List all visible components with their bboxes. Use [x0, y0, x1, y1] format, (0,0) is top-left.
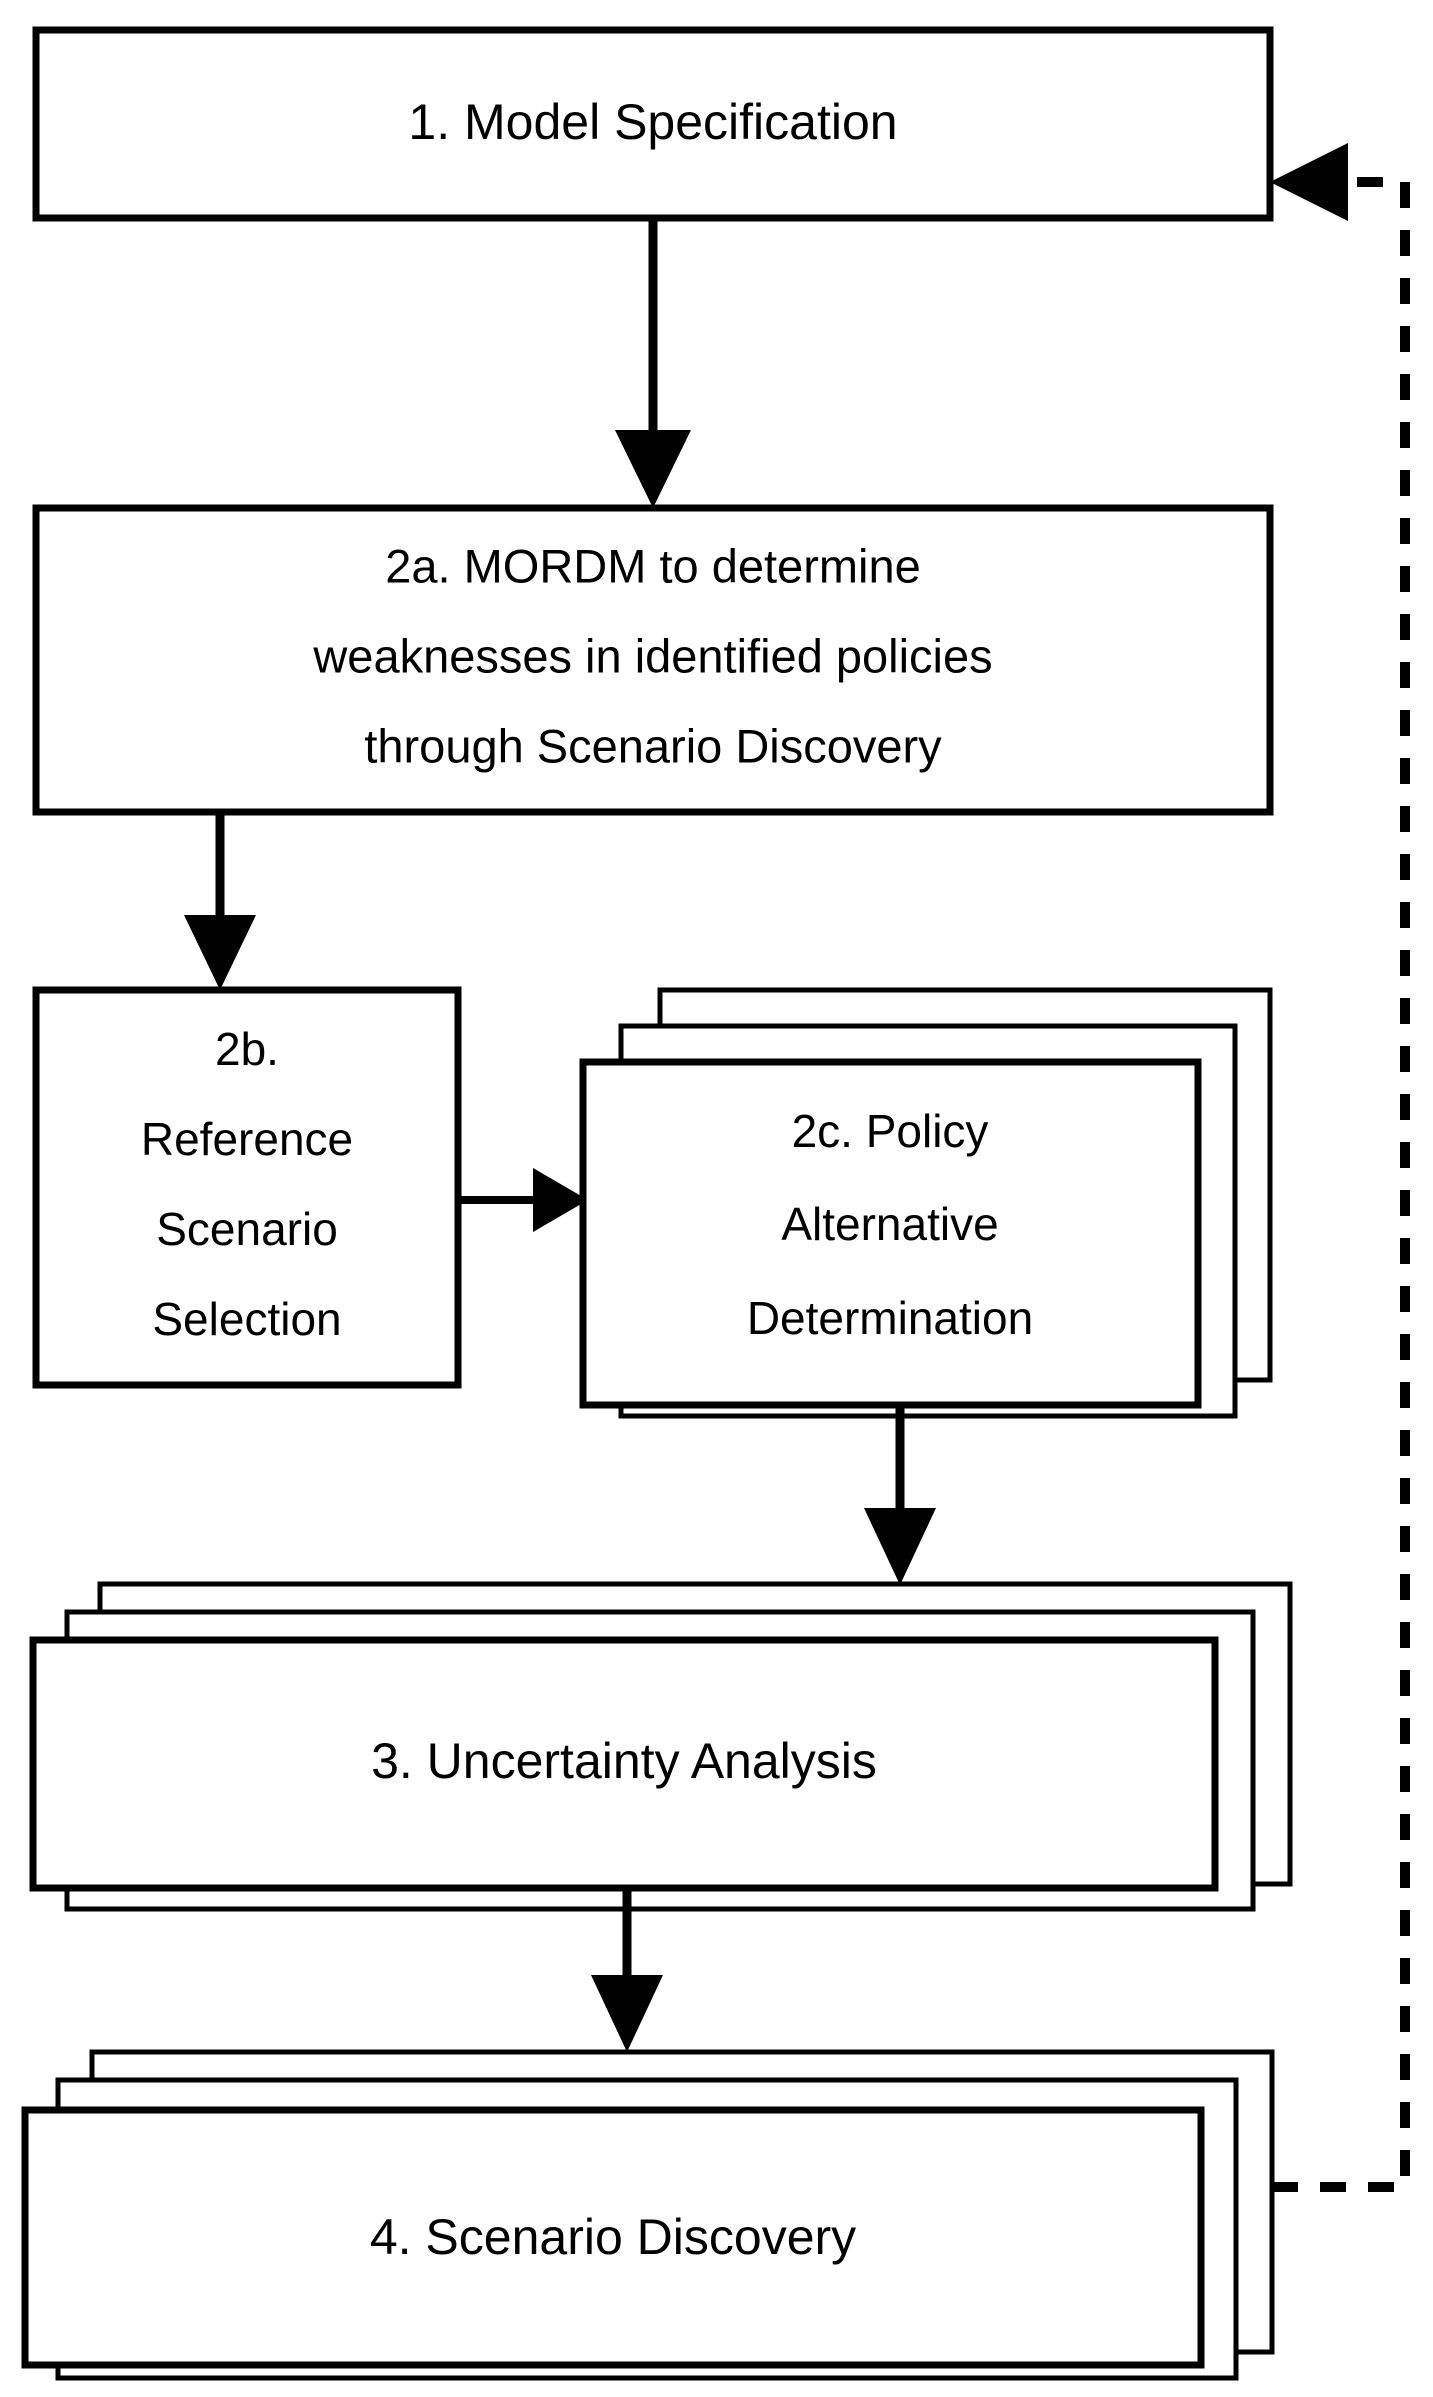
node-step2c-label-line3: Determination	[747, 1292, 1033, 1344]
edge-step2a-to-step2b-arrowhead-icon	[184, 915, 256, 990]
node-step2a[interactable]: 2a. MORDM to determine weaknesses in ide…	[32, 504, 1274, 816]
node-step2b-label-line4: Selection	[152, 1293, 341, 1345]
node-step3-box-front	[29, 1636, 1219, 1892]
edge-step4-to-step1-arrowhead-icon	[1270, 143, 1348, 221]
edge-step2c-to-step3-arrowhead-icon	[864, 1508, 936, 1585]
edge-step3-to-step4	[591, 1888, 663, 2052]
node-step2b[interactable]: 2b. Reference Scenario Selection	[32, 986, 462, 1389]
edge-step2b-to-step2c	[458, 1168, 588, 1232]
node-step4-box-front	[21, 2106, 1205, 2369]
edge-step4-to-step1-feedback-line	[1272, 177, 1410, 2192]
node-step2a-box	[32, 504, 1274, 816]
node-step2c-box-front	[579, 1058, 1202, 1409]
node-step2c-label-line1: 2c. Policy	[792, 1105, 989, 1157]
node-step1-label: 1. Model Specification	[408, 94, 897, 150]
edge-step3-to-step4-arrowhead-icon	[591, 1975, 663, 2052]
node-step4[interactable]: 4. Scenario Discovery	[21, 2049, 1275, 2381]
node-step2b-label-line2: Reference	[141, 1113, 353, 1165]
node-step3[interactable]: 3. Uncertainty Analysis	[29, 1581, 1293, 1912]
edge-step2a-to-step2b	[184, 812, 256, 990]
node-step2c[interactable]: 2c. Policy Alternative Determination	[579, 987, 1273, 1419]
edge-step2b-to-step2c-arrowhead-icon	[533, 1168, 588, 1232]
node-step2b-box	[32, 986, 462, 1389]
node-step1-box	[32, 26, 1274, 222]
node-step2b-label-line1: 2b.	[215, 1023, 279, 1075]
node-step2a-label-line3: through Scenario Discovery	[364, 719, 942, 772]
edge-step1-to-step2a-arrowhead-icon	[615, 430, 691, 508]
node-step2a-label-line1: 2a. MORDM to determine	[385, 539, 920, 592]
node-step2c-label-line2: Alternative	[781, 1198, 998, 1250]
node-step4-label: 4. Scenario Discovery	[370, 2209, 856, 2265]
edge-step4-to-step1-feedback	[1270, 143, 1410, 2192]
edge-step1-to-step2a	[615, 218, 691, 508]
node-step2a-label-line2: weaknesses in identified policies	[312, 629, 992, 682]
node-step3-label: 3. Uncertainty Analysis	[371, 1733, 877, 1789]
edge-step2c-to-step3	[864, 1405, 936, 1585]
node-step1[interactable]: 1. Model Specification	[32, 26, 1274, 222]
node-step2b-label-line3: Scenario	[156, 1203, 338, 1255]
